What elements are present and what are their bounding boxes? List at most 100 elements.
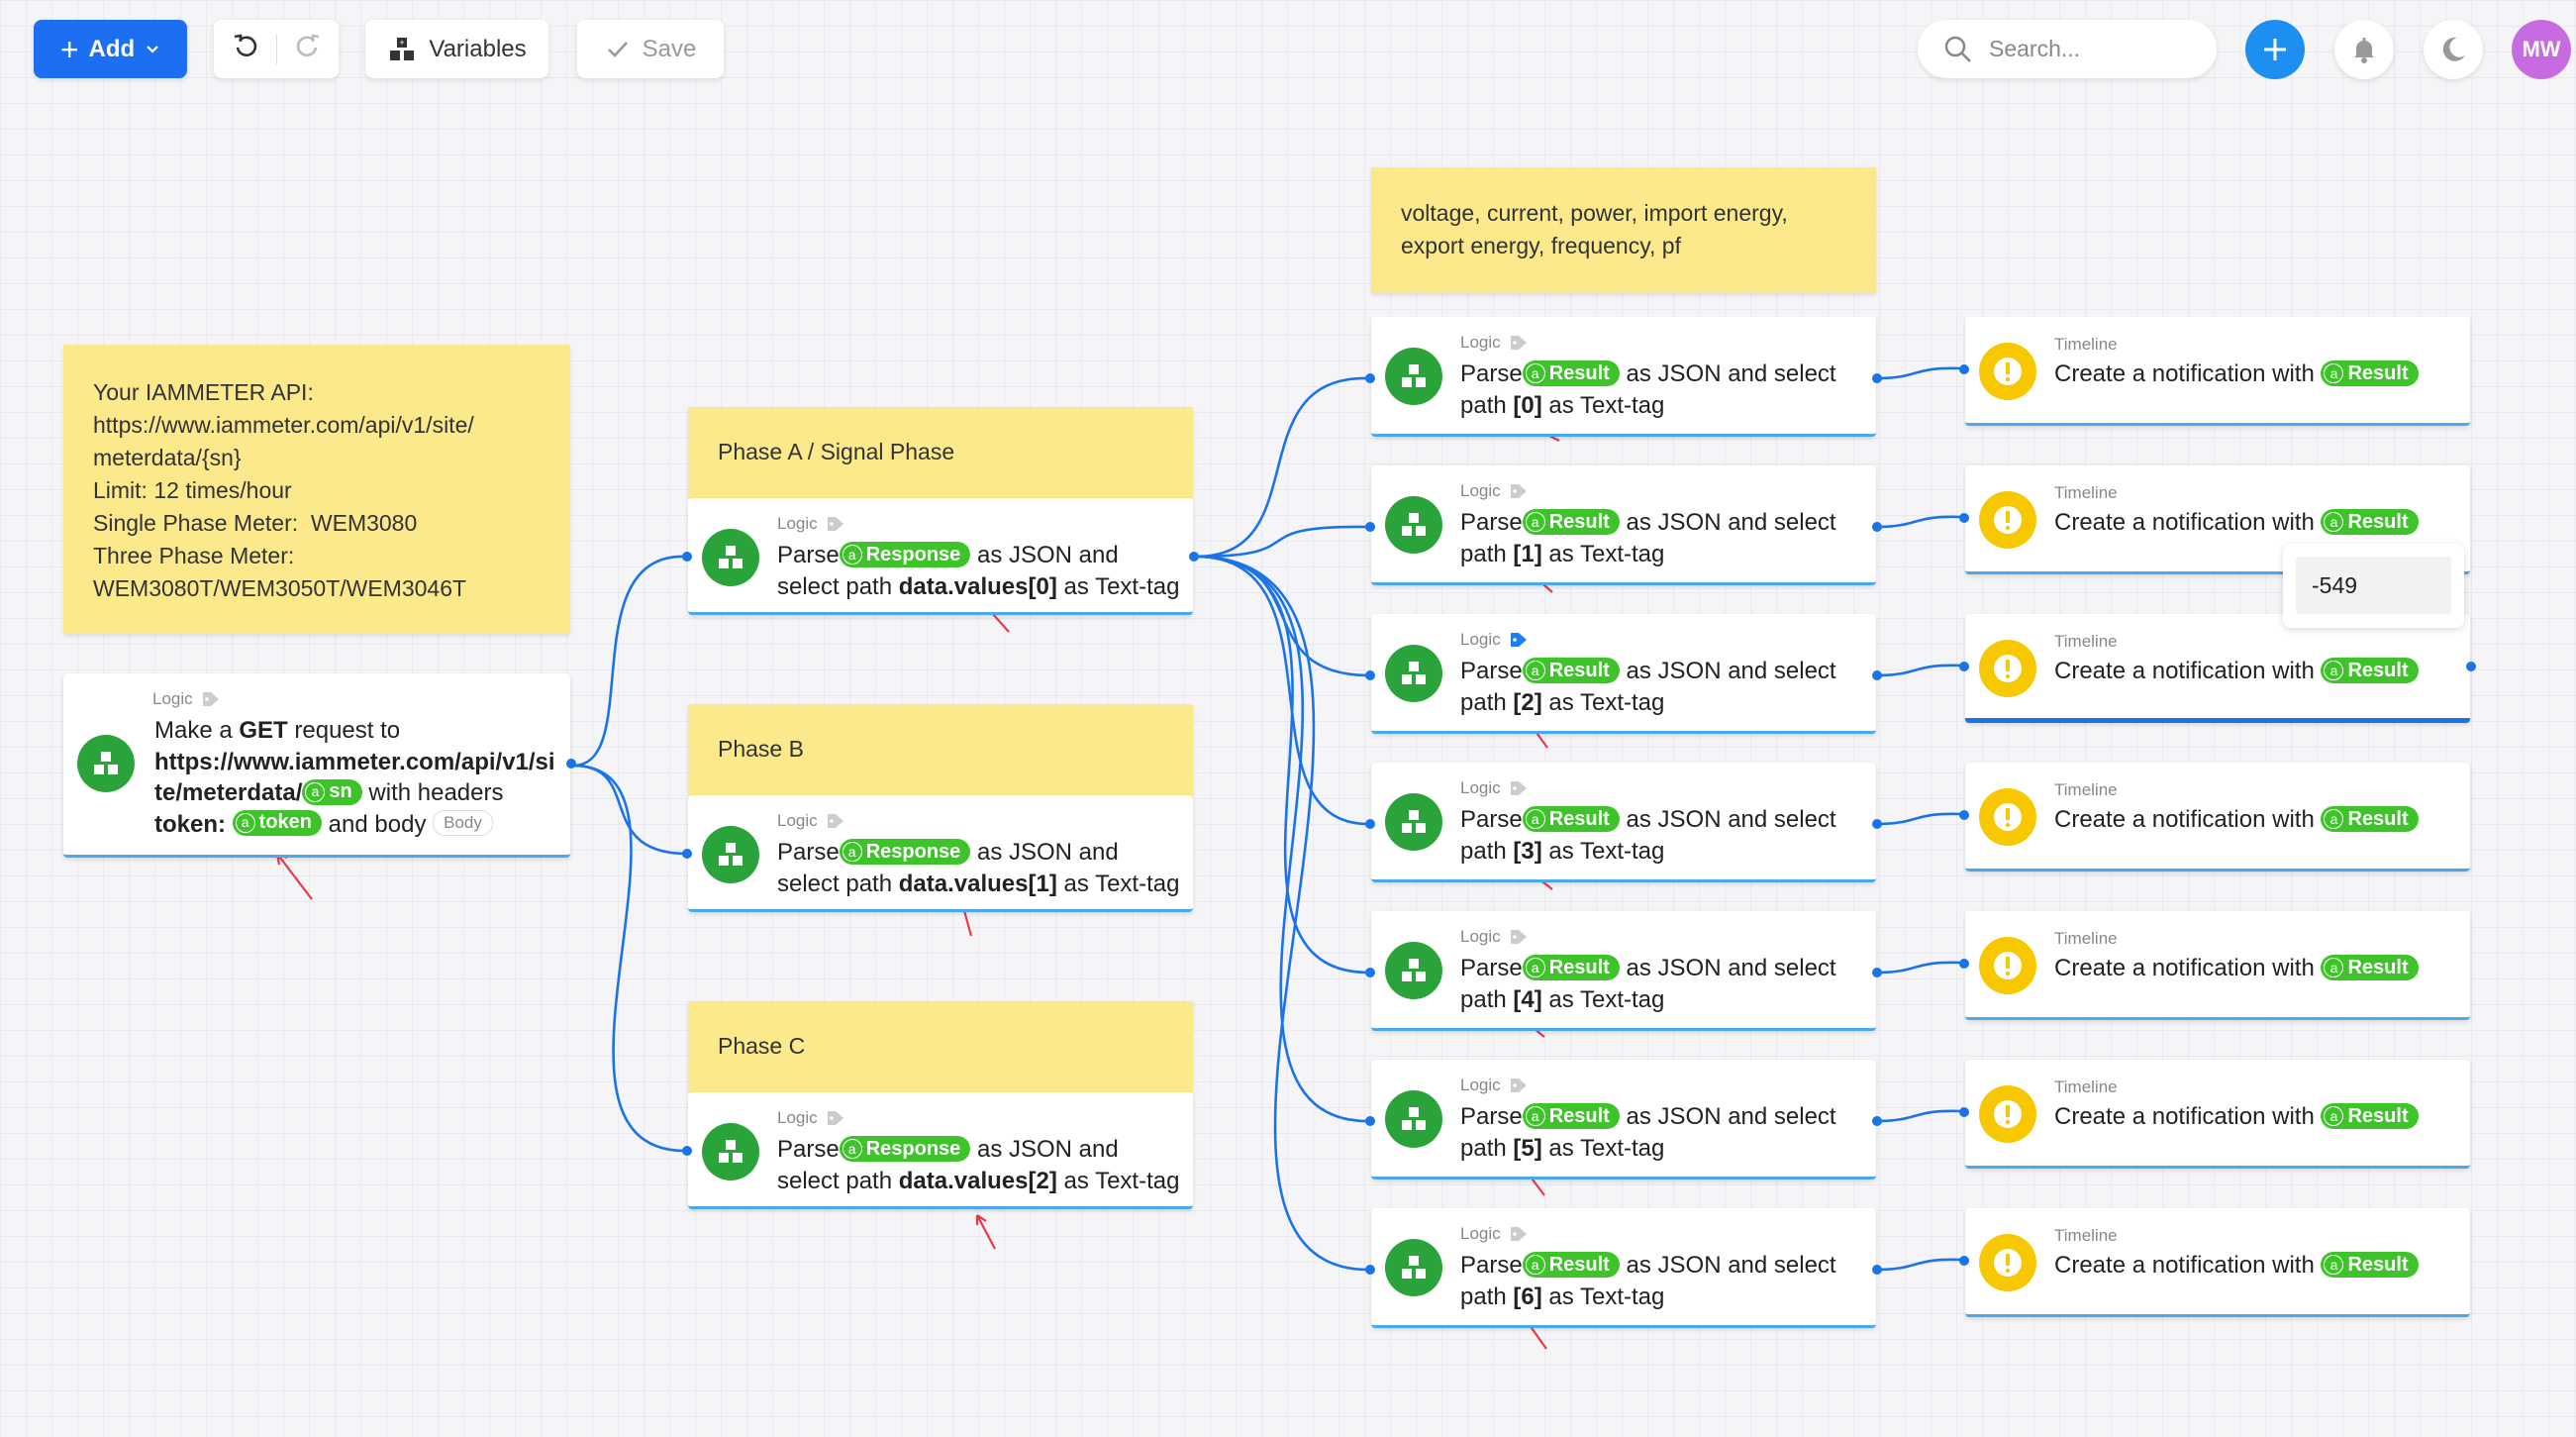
node-label-row: Timeline <box>2054 1226 2118 1246</box>
wire-phase-parse-3 <box>1195 555 1368 826</box>
json-path: [1] <box>1513 541 1542 567</box>
phase-a-note[interactable]: Phase A / Signal Phase <box>688 407 1193 498</box>
undo-button[interactable] <box>215 32 276 67</box>
notifications-button[interactable] <box>2334 20 2394 79</box>
input-port[interactable] <box>1959 513 1969 523</box>
text: path <box>1460 541 1514 567</box>
output-port[interactable] <box>1872 1116 1882 1126</box>
save-button[interactable]: Save <box>577 20 724 78</box>
phase-b-note[interactable]: Phase B <box>688 704 1193 795</box>
redo-button[interactable] <box>277 32 339 67</box>
json-path: [4] <box>1513 986 1542 1013</box>
search-box <box>1918 20 2217 78</box>
output-port[interactable] <box>1872 670 1882 680</box>
annotation-arrow <box>275 852 313 900</box>
input-port[interactable] <box>1365 819 1375 829</box>
url-text: te/meterdata/ <box>154 779 303 806</box>
input-port[interactable] <box>1365 670 1375 680</box>
add-button[interactable]: + Add <box>34 20 187 78</box>
text: Create a notification with <box>2054 509 2315 536</box>
output-port[interactable] <box>2466 662 2476 671</box>
input-port[interactable] <box>1365 522 1375 532</box>
input-port[interactable] <box>1959 810 1969 820</box>
input-port[interactable] <box>1959 662 1969 671</box>
output-port[interactable] <box>1872 1265 1882 1275</box>
variable-icon: a <box>842 1138 862 1159</box>
fields-note[interactable]: voltage, current, power, import energy, … <box>1371 167 1876 293</box>
avatar[interactable]: MW <box>2512 20 2571 79</box>
output-port[interactable] <box>566 759 576 769</box>
output-port[interactable] <box>1872 522 1882 532</box>
input-port[interactable] <box>682 552 692 562</box>
node-label-row: Timeline <box>2054 780 2118 800</box>
input-port[interactable] <box>682 1146 692 1156</box>
note-line: Limit: 12 times/hour <box>93 477 292 503</box>
logic-icon <box>1385 496 1442 554</box>
input-port[interactable] <box>1959 364 1969 374</box>
input-port[interactable] <box>1365 373 1375 383</box>
create-button[interactable] <box>2245 20 2305 79</box>
output-port[interactable] <box>1872 373 1882 383</box>
tag-icon <box>1510 781 1527 795</box>
output-port[interactable] <box>1189 552 1199 562</box>
input-port[interactable] <box>1959 1107 1969 1117</box>
dark-mode-toggle[interactable] <box>2424 20 2483 79</box>
chip-label: sn <box>329 779 352 802</box>
node-type-label: Timeline <box>2054 1078 2118 1096</box>
input-port[interactable] <box>1959 1256 1969 1266</box>
search-input[interactable] <box>1987 35 2209 63</box>
api-info-note[interactable]: Your IAMMETER API: https://www.iammeter.… <box>63 345 570 634</box>
output-port[interactable] <box>1872 968 1882 977</box>
input-port[interactable] <box>1959 959 1969 969</box>
output-port[interactable] <box>1872 819 1882 829</box>
text: request to <box>287 717 401 744</box>
phase-c-note[interactable]: Phase C <box>688 1001 1193 1092</box>
http-request-node[interactable]: Logic Make a GET request to https://www.… <box>63 673 576 858</box>
input-port[interactable] <box>682 849 692 859</box>
chip-label: Result <box>1548 807 1610 830</box>
input-port[interactable] <box>1365 1116 1375 1126</box>
tag-icon <box>1510 484 1527 498</box>
input-port[interactable] <box>1365 968 1375 977</box>
body-tag[interactable]: Body <box>433 810 493 837</box>
variables-button[interactable]: + Variables <box>365 20 548 78</box>
input-port[interactable] <box>1365 1265 1375 1275</box>
alert-icon <box>1979 1085 2036 1143</box>
